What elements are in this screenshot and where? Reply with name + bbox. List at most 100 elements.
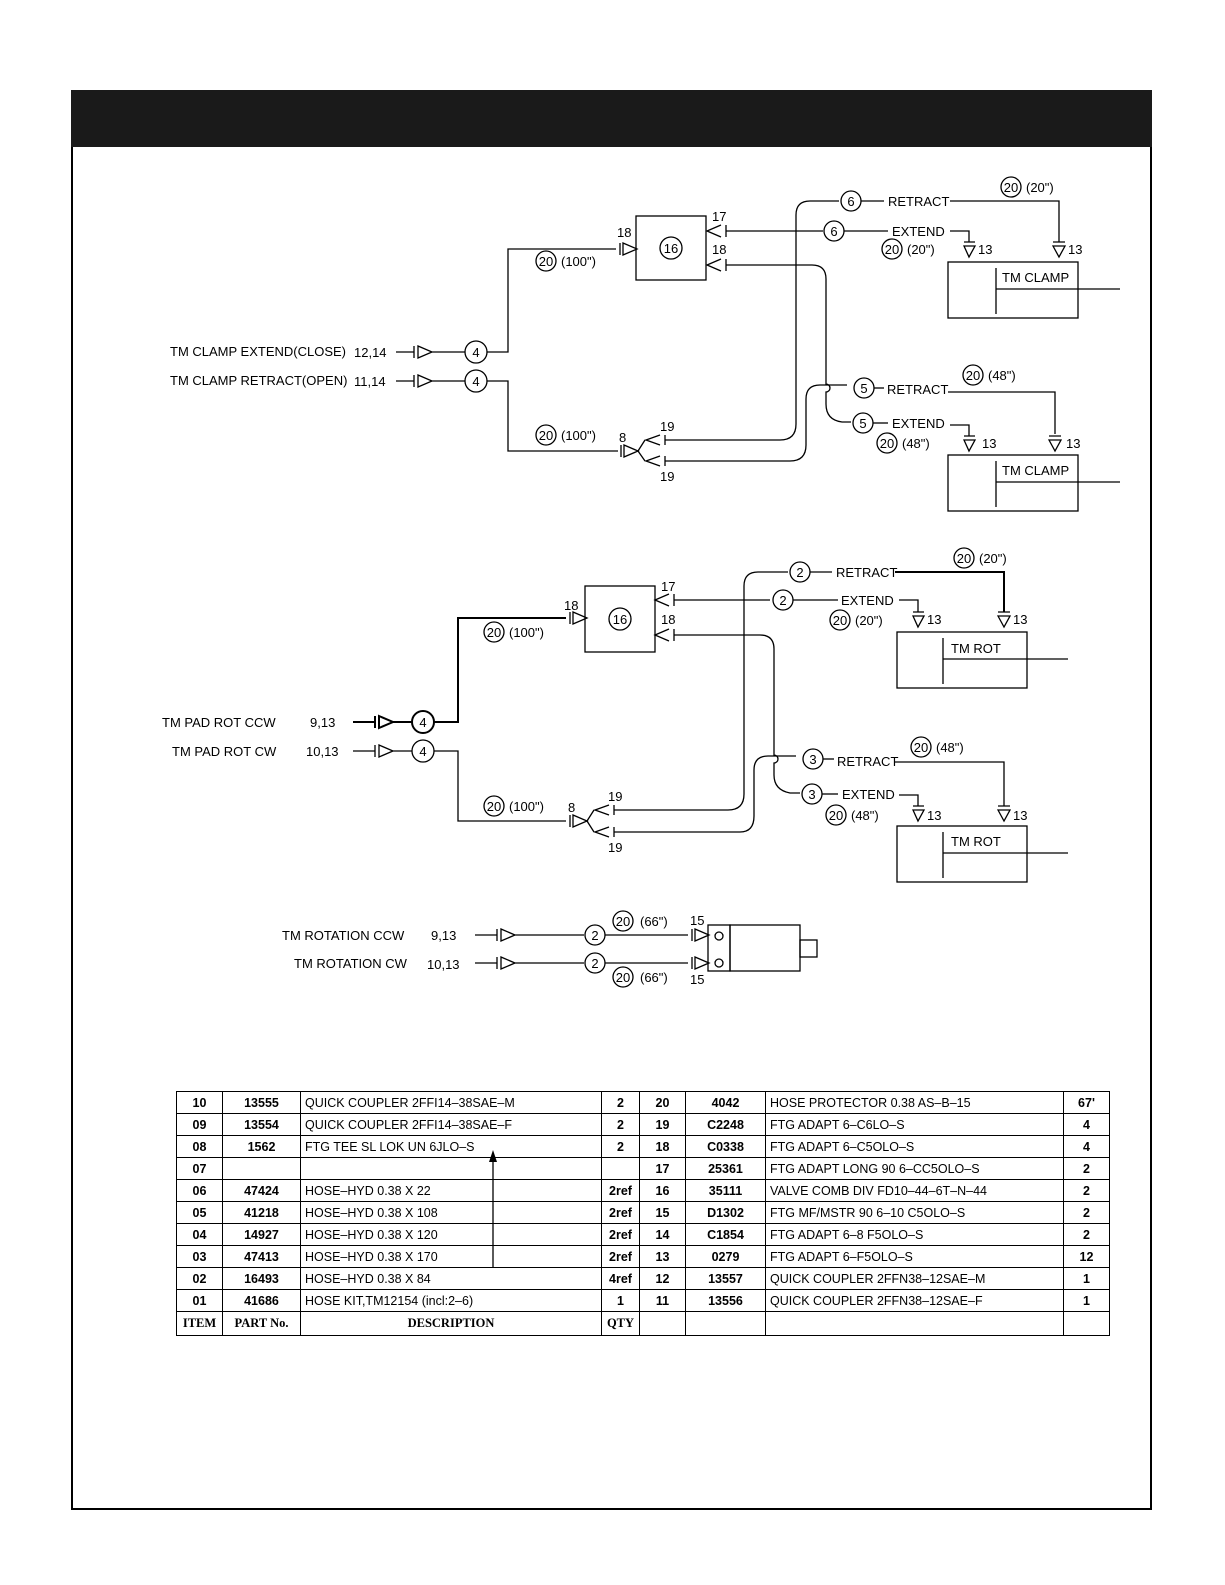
extend-label: EXTEND [842,787,895,802]
input-ccw-label: TM PAD ROT CCW [162,715,276,730]
cell-part: 47424 [222,1179,301,1202]
hose-callout-label: 2 [779,593,786,608]
cell-qty2: 12 [1063,1245,1110,1268]
extend-label: EXTEND [841,593,894,608]
cell-qty: 2 [601,1113,640,1136]
hose-line [434,750,566,822]
fit-label: 13 [1068,242,1082,257]
port [714,931,724,941]
cell-desc2: FTG ADAPT LONG 90 6–CC5OLO–S [765,1157,1064,1180]
protector-label: 20 [616,914,630,929]
protector-callout [953,547,975,569]
protector-label: 20 [1004,180,1018,195]
input-cw-label: TM ROTATION CW [294,956,408,971]
cell-part: 1562 [222,1135,301,1158]
coupler-retract [396,374,465,388]
input-cw-items: 10,13 [306,744,339,759]
cell-desc: HOSE–HYD 0.38 X 22 [300,1179,602,1202]
hose-line [948,391,1056,434]
protector-length: (66") [640,970,668,985]
protector-label: 20 [957,551,971,566]
hose-line [487,380,618,452]
hose-line [899,794,919,806]
hose-line [950,230,970,242]
cell-part: 47413 [222,1245,301,1268]
protector-label: 20 [829,808,843,823]
protector-length: (66") [640,914,668,929]
hose-line [434,617,566,723]
fit-label: 13 [1013,612,1027,627]
input-ccw-label: TM ROTATION CCW [282,928,405,943]
hose-line [739,755,796,833]
coupler-extend [396,345,465,359]
cylinder-rod [995,461,1120,507]
extend-label: EXTEND [892,416,945,431]
device-label: TM CLAMP [1002,270,1069,285]
header-bar [71,90,1152,147]
cell-part: 13554 [222,1113,301,1136]
cell-item2: 11 [639,1289,686,1312]
section-tm-rotation: TM ROTATION CCW 9,13 TM ROTATION CW 10,1… [282,910,818,988]
header-empty-cell [639,1311,686,1336]
input-extend-label: TM CLAMP EXTEND(CLOSE) [170,344,346,359]
protector-callout [910,736,932,758]
cell-part2: 25361 [685,1157,766,1180]
fit-label: 17 [712,209,726,224]
fit-label: 18 [617,225,631,240]
header-empty-cell [765,1311,1064,1336]
protector-callout [535,250,557,272]
protector-label: 20 [487,625,501,640]
cell-item2: 12 [639,1267,686,1290]
fitting-8 [569,814,589,828]
hose-callout-label: 4 [419,744,426,759]
fit-label: 13 [978,242,992,257]
coupler-cw [475,956,584,970]
protector-callout [483,621,505,643]
fit-label: 15 [690,913,704,928]
cell-desc2: FTG MF/MSTR 90 6–10 C5OLO–S [765,1201,1064,1224]
protector-label: 20 [539,428,553,443]
header-empty-cell [1063,1311,1110,1336]
header-item: ITEM [176,1311,223,1336]
cell-desc: QUICK COUPLER 2FFI14–38SAE–M [300,1091,602,1114]
cell-qty2: 1 [1063,1267,1110,1290]
cell-item: 09 [176,1113,223,1136]
protector-label: 20 [966,368,980,383]
fit-label: 19 [608,789,622,804]
cell-item2: 15 [639,1201,686,1224]
cell-qty: 2ref [601,1201,640,1224]
input-extend-items: 12,14 [354,345,387,360]
cell-qty2: 2 [1063,1157,1110,1180]
fitting-13 [962,435,977,453]
protector-callout [1000,176,1022,198]
cell-part: 41218 [222,1201,301,1224]
hose-line [950,424,970,436]
protector-label: 20 [885,242,899,257]
fit-label: 15 [690,972,704,987]
tee [637,439,646,462]
cell-desc2: FTG ADAPT 6–C5OLO–S [765,1135,1064,1158]
cell-part2: D1302 [685,1201,766,1224]
cell-item2: 18 [639,1135,686,1158]
cylinder-rod [942,638,1068,684]
protector-callout [825,804,847,826]
device-label: TM CLAMP [1002,463,1069,478]
fitting-19-bot [593,826,740,838]
protector-length: (48") [851,808,879,823]
fitting-13 [996,611,1012,629]
cell-qty: 2ref [601,1245,640,1268]
coupler-cw [353,744,412,758]
fitting-18-in [619,242,639,256]
header-part: PART No. [222,1311,301,1336]
input-retract-label: TM CLAMP RETRACT(OPEN) [170,373,347,388]
fit-label: 18 [661,612,675,627]
input-cw-label: TM PAD ROT CW [172,744,277,759]
hose-line [487,248,616,353]
cell-desc: HOSE–HYD 0.38 X 170 [300,1245,602,1268]
cell-part2: 4042 [685,1091,766,1114]
cell-qty2: 67' [1063,1091,1110,1114]
